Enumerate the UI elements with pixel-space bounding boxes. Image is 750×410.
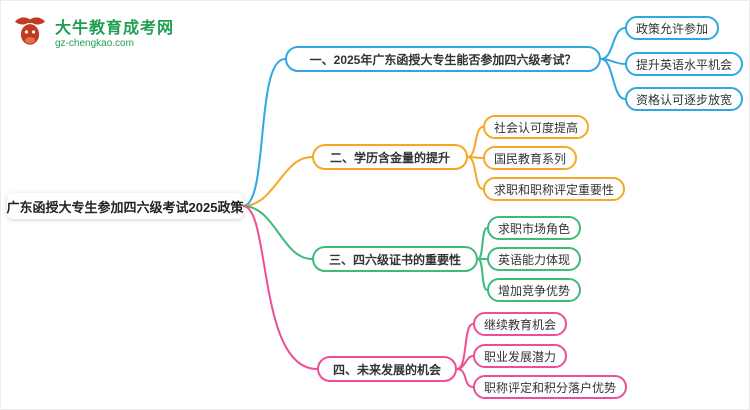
logo-url: gz-chengkao.com — [55, 37, 134, 49]
branch-1-child-1: 政策允许参加 — [625, 16, 720, 40]
logo-title: 大牛教育成考网 — [55, 19, 175, 37]
branch-3-child-2: 英语能力体现 — [487, 247, 582, 271]
branch-2-node: 二、学历含金量的提升 — [312, 144, 468, 170]
branch-1-node: 一、2025年广东函授大专生能否参加四六级考试？ — [285, 46, 601, 72]
mindmap-root-node: 广东函授大专生参加四六级考试2025政策 — [7, 193, 243, 219]
branch-1-child-2: 提升英语水平机会 — [625, 52, 744, 76]
branch-4-child-1: 继续教育机会 — [473, 312, 568, 336]
branch-3-child-3: 增加竞争优势 — [487, 278, 582, 302]
branch-2-child-3: 求职和职称评定重要性 — [483, 177, 626, 201]
branch-4-child-2: 职业发展潜力 — [473, 344, 568, 368]
branch-2-child-1: 社会认可度提高 — [483, 115, 590, 139]
branch-4-child-3: 职称评定和积分落户优势 — [473, 375, 628, 399]
branch-3-node: 三、四六级证书的重要性 — [312, 246, 478, 272]
branch-2-child-2: 国民教育系列 — [483, 146, 578, 170]
site-logo[interactable]: 大牛教育成考网 gz-chengkao.com — [11, 13, 174, 56]
branch-3-child-1: 求职市场角色 — [487, 216, 582, 240]
branch-4-node: 四、未来发展的机会 — [317, 356, 457, 382]
bull-icon — [11, 13, 49, 56]
branch-1-child-3: 资格认可逐步放宽 — [625, 87, 744, 111]
